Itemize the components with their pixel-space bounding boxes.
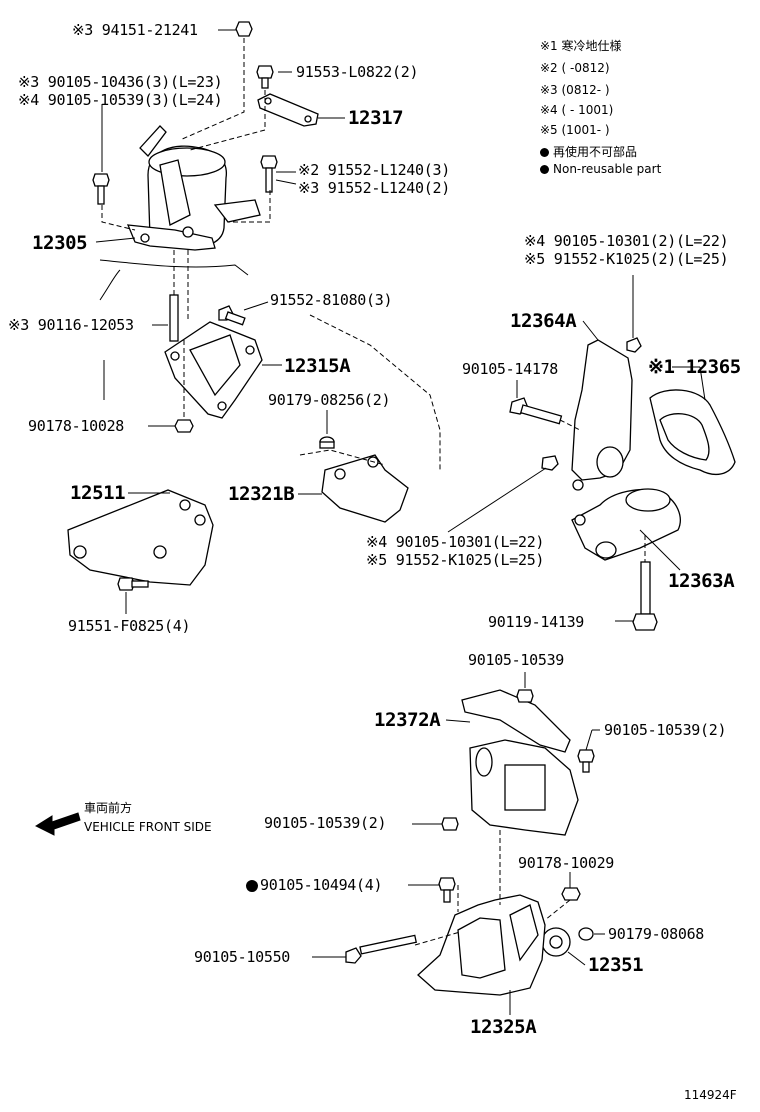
part-label: 90105-10550 xyxy=(194,948,291,966)
part-label: ※5 91552-K1025(2)(L=25) xyxy=(524,250,729,268)
part-label: 90105-10539(2) xyxy=(264,814,387,832)
bolt-90105-10539-c xyxy=(441,817,459,831)
part-label: 90178-10028 xyxy=(28,417,125,435)
part-label: 12305 xyxy=(32,232,88,254)
nonreusable-bullet-icon xyxy=(246,879,258,892)
bracket-12315A xyxy=(164,321,263,419)
stud-90116 xyxy=(169,294,179,342)
part-label: 12511 xyxy=(70,482,126,504)
bracket-12317 xyxy=(257,93,319,127)
direction-label-jp: 車両前方 xyxy=(84,801,133,815)
bolt-90105-10550 xyxy=(345,934,418,964)
part-label: 90105-14178 xyxy=(462,360,559,378)
part-label: ※3 91552-L1240(2) xyxy=(298,179,450,197)
engine-mount-12305 xyxy=(126,125,261,251)
part-label: 91552-81080(3) xyxy=(270,291,393,309)
part-label: 90105-10539 xyxy=(468,651,565,669)
part-label: ※4 90105-10539(3)(L=24) xyxy=(18,91,223,109)
part-label: 12372A xyxy=(374,709,441,731)
note-3: ※3 (0812- ) xyxy=(540,83,610,97)
bolt-90105-10301-b xyxy=(541,455,559,471)
part-label: 90179-08256(2) xyxy=(268,391,391,409)
bolt-91552-81080 xyxy=(218,305,246,326)
bolt-91553 xyxy=(256,65,274,89)
part-label: 90105-10494(4) xyxy=(246,877,383,894)
bullet-icon xyxy=(540,165,549,174)
bolt-90105-10436 xyxy=(92,173,110,205)
leader-lines xyxy=(95,29,706,1015)
figure-id: 114924F xyxy=(684,1088,737,1102)
part-label: 12363A xyxy=(668,570,735,592)
part-label: 90105-10539(2) xyxy=(604,721,727,739)
part-label: ※1 12365 xyxy=(648,356,741,378)
note-2: ※2 ( -0812) xyxy=(540,61,610,75)
bolt-90105-10539-b xyxy=(577,749,595,773)
collar-90179-08068 xyxy=(578,927,594,941)
bracket-12321B xyxy=(321,454,409,523)
part-label: 12321B xyxy=(228,483,295,505)
part-label: 12315A xyxy=(284,355,351,377)
bolt-90105-10539-a xyxy=(516,689,534,703)
part-label: 12325A xyxy=(470,1016,537,1038)
dashed-alignment-lines xyxy=(99,38,646,946)
bolt-90105-14178 xyxy=(509,397,563,425)
note-4: ※4 ( - 1001) xyxy=(540,103,614,117)
bushing-12351 xyxy=(541,927,571,957)
note-1: ※1 寒冷地仕様 xyxy=(540,39,622,53)
front-direction-arrow xyxy=(34,812,81,836)
part-label: 91551-F0825(4) xyxy=(68,617,191,635)
bolt-90119-14139 xyxy=(632,561,658,631)
bracket-12372A xyxy=(461,689,579,836)
part-label: 12364A xyxy=(510,310,577,332)
mount-12363A xyxy=(571,488,681,561)
bullet-icon xyxy=(540,148,549,157)
nut-94151 xyxy=(235,21,253,37)
part-label: ※4 90105-10301(L=22) xyxy=(366,533,545,551)
collar-90179-08256 xyxy=(319,436,335,449)
part-label: 91553-L0822(2) xyxy=(296,63,419,81)
part-label: ※2 91552-L1240(3) xyxy=(298,161,450,179)
part-label: ※4 90105-10301(2)(L=22) xyxy=(524,232,729,250)
part-label: ※3 90105-10436(3)(L=23) xyxy=(18,73,223,91)
part-label: 12351 xyxy=(588,954,644,976)
direction-label-en: VEHICLE FRONT SIDE xyxy=(84,820,212,834)
part-label: ※5 91552-K1025(L=25) xyxy=(366,551,545,569)
note-nonreusable-en: Non-reusable part xyxy=(540,161,661,178)
cover-12365 xyxy=(649,389,736,476)
nut-90178-10028 xyxy=(174,419,194,433)
bracket-12325A xyxy=(417,894,546,996)
bracket-12511 xyxy=(67,489,214,586)
part-label: 90178-10029 xyxy=(518,854,615,872)
part-label: 12317 xyxy=(348,107,404,129)
part-label: 90119-14139 xyxy=(488,613,585,631)
nut-90178-10029 xyxy=(561,887,581,901)
note-nonreusable-jp: 再使用不可部品 xyxy=(540,144,637,161)
note-5: ※5 (1001- ) xyxy=(540,123,610,137)
bolt-91552-L1240 xyxy=(260,155,278,193)
bracket-12364A xyxy=(571,339,633,491)
part-label: 90179-08068 xyxy=(608,925,705,943)
part-label: ※3 94151-21241 xyxy=(72,21,198,39)
bolt-90105-10301-a xyxy=(626,337,642,353)
part-label: ※3 90116-12053 xyxy=(8,316,134,334)
bolt-90105-10494 xyxy=(438,877,456,903)
bolt-91551-F0825 xyxy=(117,577,149,591)
